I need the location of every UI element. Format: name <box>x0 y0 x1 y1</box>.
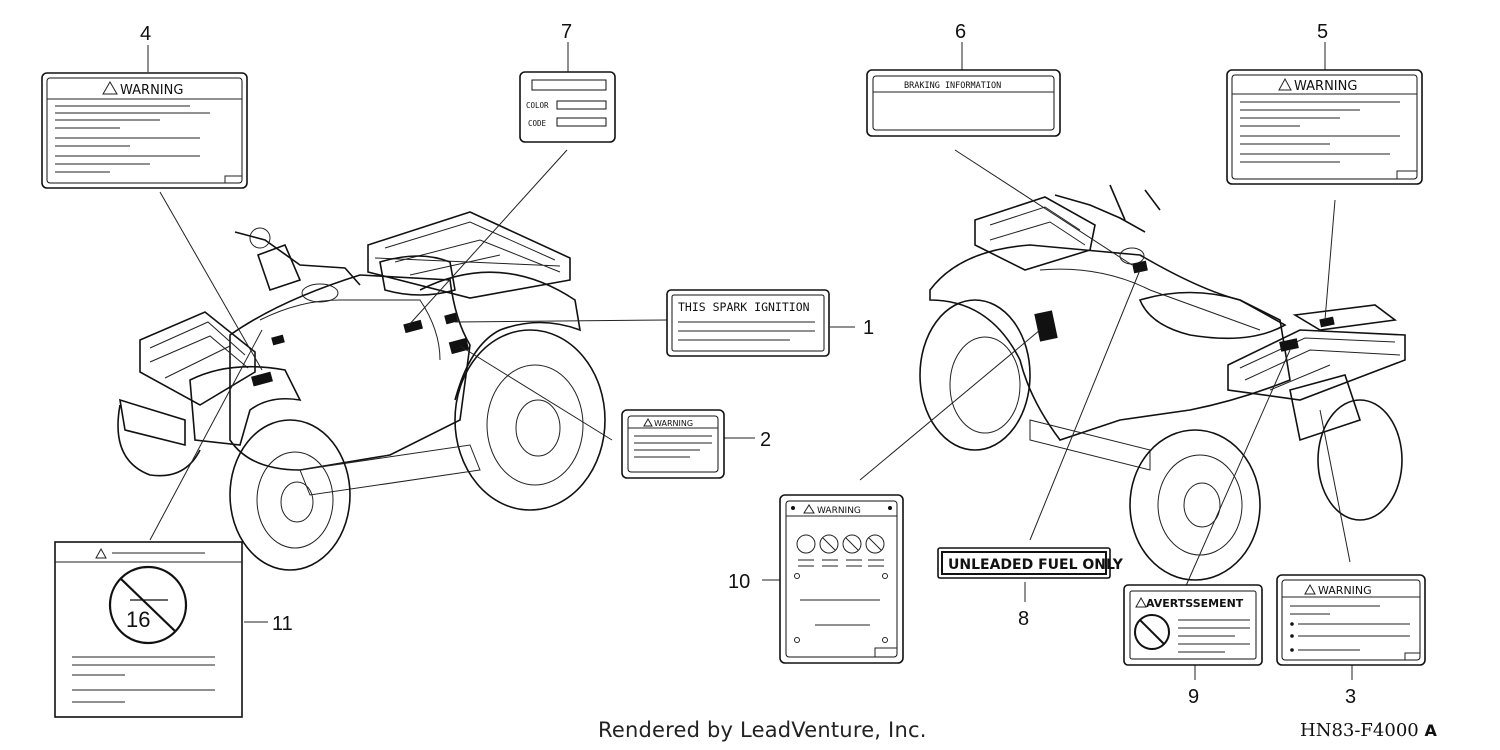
callout-4[interactable]: 4 <box>140 23 151 45</box>
callout-6[interactable]: 6 <box>955 21 966 43</box>
diagram-code-text: HN83-F4000 <box>1300 720 1419 741</box>
callout-3[interactable]: 3 <box>1345 686 1356 708</box>
callout-5[interactable]: 5 <box>1317 21 1328 43</box>
label-4-title: WARNING <box>120 83 183 98</box>
warning-triangle-icon <box>643 417 653 427</box>
label-10-title: WARNING <box>817 506 861 516</box>
callout-8[interactable]: 8 <box>1018 608 1029 630</box>
label-10-warning-pictograms[interactable]: WARNING <box>779 494 904 664</box>
label-9-avertissement[interactable]: AVERTSSEMENT <box>1123 584 1263 666</box>
label-2-title: WARNING <box>654 419 693 428</box>
label-4-warning[interactable]: WARNING <box>41 72 248 189</box>
leader-lines <box>147 42 1353 680</box>
warning-triangle-icon <box>1278 77 1292 91</box>
label-11-age-warning[interactable]: 16 <box>54 541 243 718</box>
no-passenger-icon <box>1134 614 1170 650</box>
label-2-warning[interactable]: WARNING <box>621 409 725 479</box>
warning-triangle-icon <box>1135 596 1147 608</box>
callout-10[interactable]: 10 <box>728 571 750 593</box>
label-1-spark-ignition[interactable]: THIS SPARK IGNITION <box>666 289 830 357</box>
atv-right-illustration <box>919 184 1406 581</box>
label-3-warning[interactable]: WARNING <box>1276 574 1426 666</box>
label-9-title: AVERTSSEMENT <box>1146 597 1244 610</box>
pictogram-row-icons <box>796 534 885 554</box>
label-7-color-code[interactable]: COLOR CODE <box>519 71 616 143</box>
label-6-title: BRAKING INFORMATION <box>904 81 1001 91</box>
warning-triangle-icon <box>1304 583 1316 595</box>
label-5-title: WARNING <box>1294 79 1357 94</box>
atv-left-illustration <box>117 211 606 571</box>
callout-1[interactable]: 1 <box>863 317 874 339</box>
label-1-text: THIS SPARK IGNITION <box>678 300 810 314</box>
warning-triangle-icon <box>95 547 107 559</box>
callout-numbers: 4 7 6 5 1 2 10 11 8 9 3 <box>140 21 1356 708</box>
warning-triangle-icon <box>102 81 118 95</box>
label-7-color: COLOR <box>526 101 549 110</box>
label-8-unleaded-fuel[interactable]: UNLEADED FUEL ONLY <box>937 547 1124 579</box>
callout-11[interactable]: 11 <box>272 613 293 635</box>
label-7-code: CODE <box>528 119 547 128</box>
callout-7[interactable]: 7 <box>561 21 572 43</box>
diagram-code: HN83-F4000 A <box>1300 720 1437 741</box>
label-8-text: UNLEADED FUEL ONLY <box>948 557 1124 573</box>
label-5-warning[interactable]: WARNING <box>1226 69 1423 185</box>
label-11-age: 16 <box>126 607 150 632</box>
credit-text: Rendered by LeadVenture, Inc. <box>598 718 927 742</box>
callout-2[interactable]: 2 <box>760 429 771 451</box>
no-under-16-icon: 16 <box>108 565 188 645</box>
diagram-code-suffix: A <box>1424 721 1437 740</box>
label-3-title: WARNING <box>1318 584 1372 597</box>
callout-9[interactable]: 9 <box>1188 686 1199 708</box>
label-6-braking-information[interactable]: BRAKING INFORMATION <box>866 69 1061 137</box>
warning-triangle-icon <box>803 504 815 514</box>
